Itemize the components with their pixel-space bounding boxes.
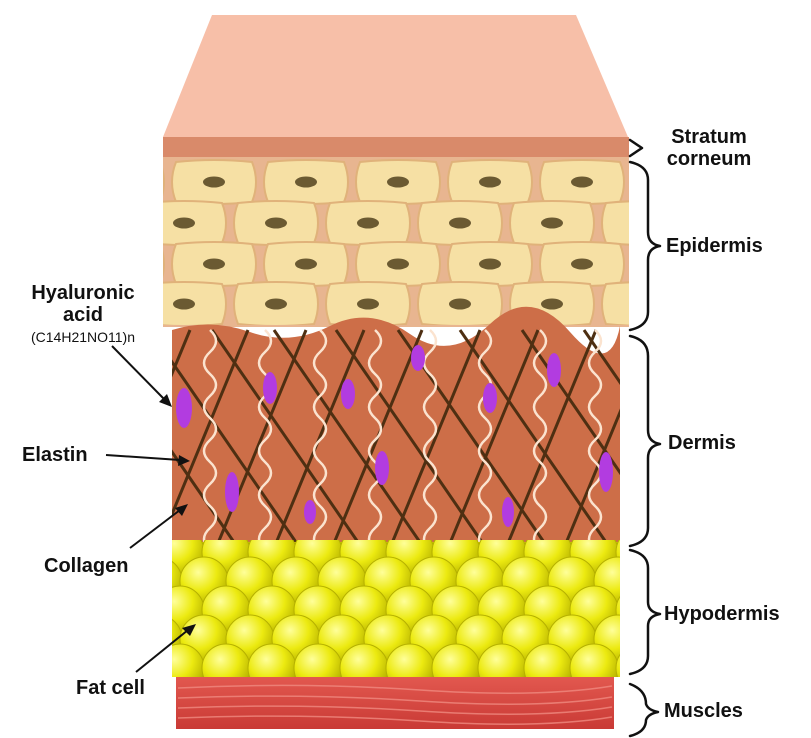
cell-nucleus [541, 299, 563, 310]
stratum-corneum-label-line2: corneum [660, 148, 758, 170]
fat-cell [616, 586, 664, 634]
cell-nucleus [173, 299, 195, 310]
cell-nucleus [387, 259, 409, 270]
cell-nucleus [663, 177, 685, 188]
hypodermis-layer [110, 528, 688, 692]
cell-nucleus [357, 218, 379, 229]
stratum-bracket [630, 140, 642, 156]
hyaluronic-acid-molecule [263, 372, 277, 404]
collagen-fiber [0, 330, 114, 548]
fat-cell [110, 586, 158, 634]
epidermis-layer [50, 157, 716, 327]
skin-surface [163, 15, 628, 137]
hyaluronic-acid-molecule [375, 451, 389, 485]
hyaluronic-arrow [112, 346, 172, 407]
epidermis-cell [80, 160, 164, 204]
cell-nucleus [663, 259, 685, 270]
hyaluronic-acid-molecule [411, 345, 425, 371]
muscle-layer [176, 677, 614, 729]
cell-nucleus [387, 177, 409, 188]
cell-nucleus [479, 177, 501, 188]
cell-nucleus [357, 299, 379, 310]
cell-nucleus [295, 177, 317, 188]
muscles-label: Muscles [664, 700, 743, 722]
cell-nucleus [81, 218, 103, 229]
cell-nucleus [571, 259, 593, 270]
muscles-bracket [630, 684, 658, 736]
hyaluronic-acid-molecule [176, 388, 192, 428]
cell-nucleus [449, 218, 471, 229]
epidermis-cell [602, 282, 686, 326]
hyaluronic-acid-molecule [599, 452, 613, 492]
cell-nucleus [633, 218, 655, 229]
epidermis-bracket [630, 162, 660, 330]
cell-nucleus [541, 218, 563, 229]
dermis-label: Dermis [668, 432, 736, 454]
cell-nucleus [295, 259, 317, 270]
cell-nucleus [203, 259, 225, 270]
hyaluronic-acid-molecule [225, 472, 239, 512]
cell-nucleus [111, 177, 133, 188]
cell-nucleus [203, 177, 225, 188]
fat-cell-label: Fat cell [76, 677, 145, 699]
stratum-corneum-label-line1: Stratum [660, 126, 758, 148]
fat-cell [616, 644, 664, 692]
stratum-corneum-layer [163, 137, 629, 157]
hyaluronic-acid-molecule [502, 497, 514, 527]
hyaluronic-acid-molecule [547, 353, 561, 387]
cell-nucleus [265, 218, 287, 229]
hyaluronic-acid-label: Hyaluronic acid [18, 282, 148, 326]
cell-nucleus [173, 218, 195, 229]
hyaluronic-acid-molecule [341, 379, 355, 409]
collagen-fiber [26, 330, 176, 548]
elastin-label: Elastin [22, 444, 88, 466]
epidermis-label: Epidermis [666, 235, 763, 257]
cell-nucleus [633, 299, 655, 310]
collagen-label: Collagen [44, 555, 128, 577]
cell-nucleus [111, 259, 133, 270]
hyaluronic-label-line1: Hyaluronic [18, 282, 148, 304]
hyaluronic-acid-molecule [483, 383, 497, 413]
hyaluronic-formula-label: (C14H21NO11)n [10, 329, 156, 345]
hypodermis-bracket [630, 550, 660, 674]
epidermis-cell [80, 242, 164, 286]
hyaluronic-acid-molecule [304, 500, 316, 524]
cell-nucleus [479, 259, 501, 270]
epidermis-cell [50, 201, 134, 245]
fat-cell [616, 528, 664, 576]
hypodermis-label: Hypodermis [664, 603, 780, 625]
cell-nucleus [449, 299, 471, 310]
layer-brackets [630, 140, 660, 736]
cell-nucleus [265, 299, 287, 310]
cell-nucleus [571, 177, 593, 188]
dermis-bracket [630, 336, 660, 546]
hyaluronic-label-line2: acid [18, 304, 148, 326]
stratum-corneum-label: Stratum corneum [660, 126, 758, 170]
